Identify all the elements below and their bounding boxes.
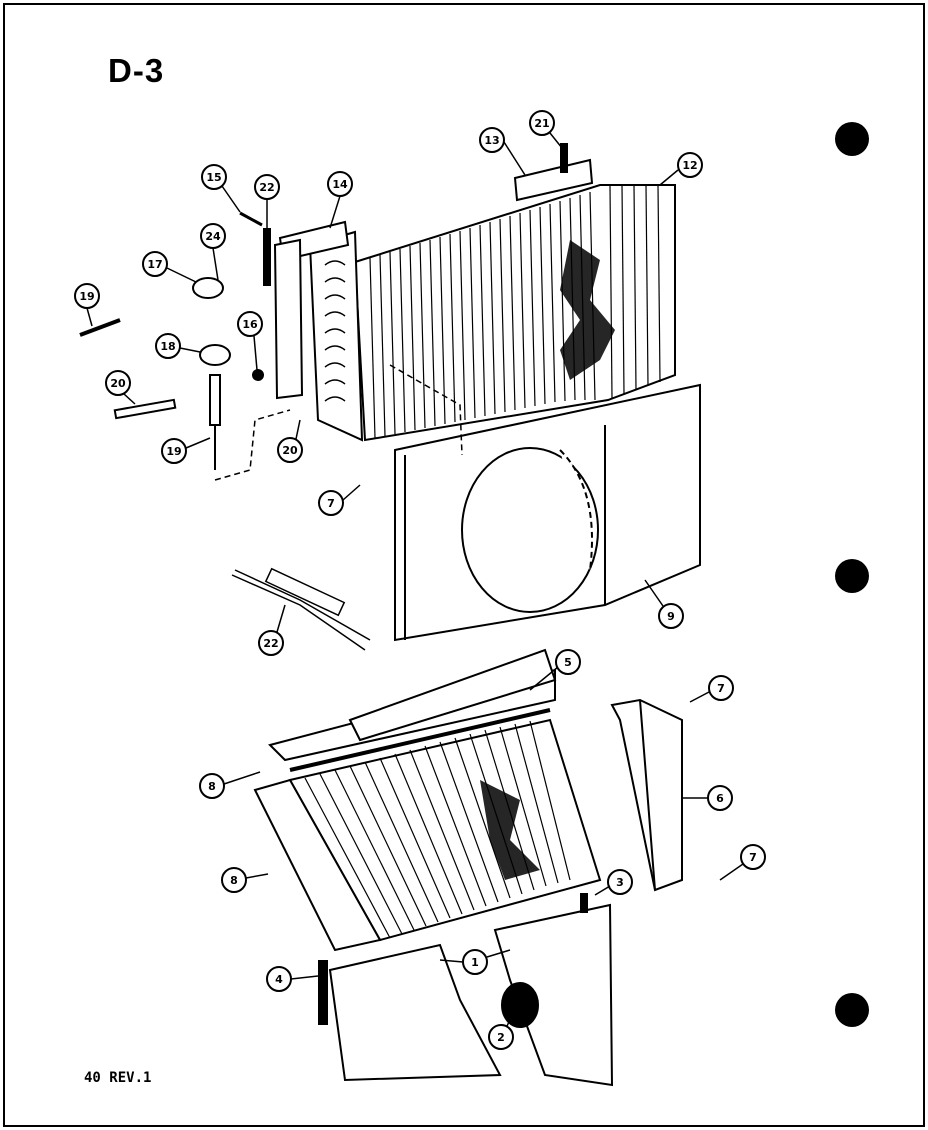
callout-22b-label: 22: [263, 637, 278, 650]
callout-2: [488, 1024, 514, 1050]
page-border: [3, 3, 925, 1127]
callout-14-label: 16: [242, 318, 258, 331]
callout-12-label: 14: [332, 178, 348, 191]
small-parts: [79, 211, 264, 470]
callout-8b-label: 8: [230, 874, 238, 887]
callout-3-label: 3: [616, 876, 624, 889]
callout-2-label: 2: [497, 1031, 505, 1044]
callout-13: [201, 164, 227, 190]
callout-5: [555, 649, 581, 675]
callout-7c: [740, 844, 766, 870]
top-cover: [268, 648, 557, 772]
callout-4-label: 4: [275, 973, 283, 986]
wire-dashed-2: [389, 364, 463, 456]
condenser-coil: [308, 184, 676, 442]
callout-6-label: 6: [716, 792, 724, 805]
callout-20: [277, 437, 303, 463]
callout-3: [607, 869, 633, 895]
footer-revision-note: 40 REV.1: [84, 1070, 152, 1086]
callout-18-label: 20: [110, 377, 126, 390]
callout-14: [237, 311, 263, 337]
binder-hole-middle: [835, 559, 869, 593]
side-panel: [610, 698, 683, 892]
callout-10: [677, 152, 703, 178]
callout-17-label: 19: [79, 290, 94, 303]
callout-21-label: 21: [534, 117, 549, 130]
binder-hole-bottom: [835, 993, 869, 1027]
callout-9: [658, 603, 684, 629]
callout-18: [105, 370, 131, 396]
capillary-tube: [231, 567, 371, 651]
callout-22a-label: 22: [259, 181, 274, 194]
bracket-21: [560, 143, 568, 173]
callout-5-label: 5: [564, 656, 572, 669]
page-title: D-3: [108, 52, 165, 89]
front-panels: [318, 893, 614, 1087]
callout-16: [155, 333, 181, 359]
callout-21: [529, 110, 555, 136]
callout-13-label: 15: [206, 171, 221, 184]
fan-shroud: [394, 383, 701, 642]
callout-10-label: 12: [682, 159, 697, 172]
wire-dashed: [214, 409, 291, 481]
callout-7c-label: 7: [749, 851, 757, 864]
callout-16-label: 18: [160, 340, 175, 353]
top-brackets: [273, 158, 594, 400]
callout-15: [142, 251, 168, 277]
evaporator-coil: [253, 718, 602, 952]
callout-8b: [221, 867, 247, 893]
callout-11-label: 13: [484, 134, 499, 147]
callout-19-label: 19: [166, 445, 181, 458]
callout-1-label: 1: [471, 956, 479, 969]
callout-8a: [199, 773, 225, 799]
terminal-strip: [263, 228, 271, 286]
callout-7a-label: 7: [327, 497, 335, 510]
callout-11: [479, 127, 505, 153]
callout-7b: [708, 675, 734, 701]
callout-19: [161, 438, 187, 464]
callout-7a: [318, 490, 344, 516]
callout-numbers: 19 15 22 14 13 21 12 17 24 16 18 20 19 2…: [79, 117, 756, 1044]
callout-bubbles: [74, 110, 766, 1050]
callout-24-label: 24: [205, 230, 221, 243]
callout-8a-label: 8: [208, 780, 216, 793]
leader-lines: [86, 132, 744, 1027]
callout-20-label: 20: [282, 444, 298, 457]
callout-15-label: 17: [147, 258, 162, 271]
callout-22b: [258, 630, 284, 656]
callout-9-label: 9: [667, 610, 675, 623]
callout-7b-label: 7: [717, 682, 725, 695]
binder-hole-top: [835, 122, 869, 156]
